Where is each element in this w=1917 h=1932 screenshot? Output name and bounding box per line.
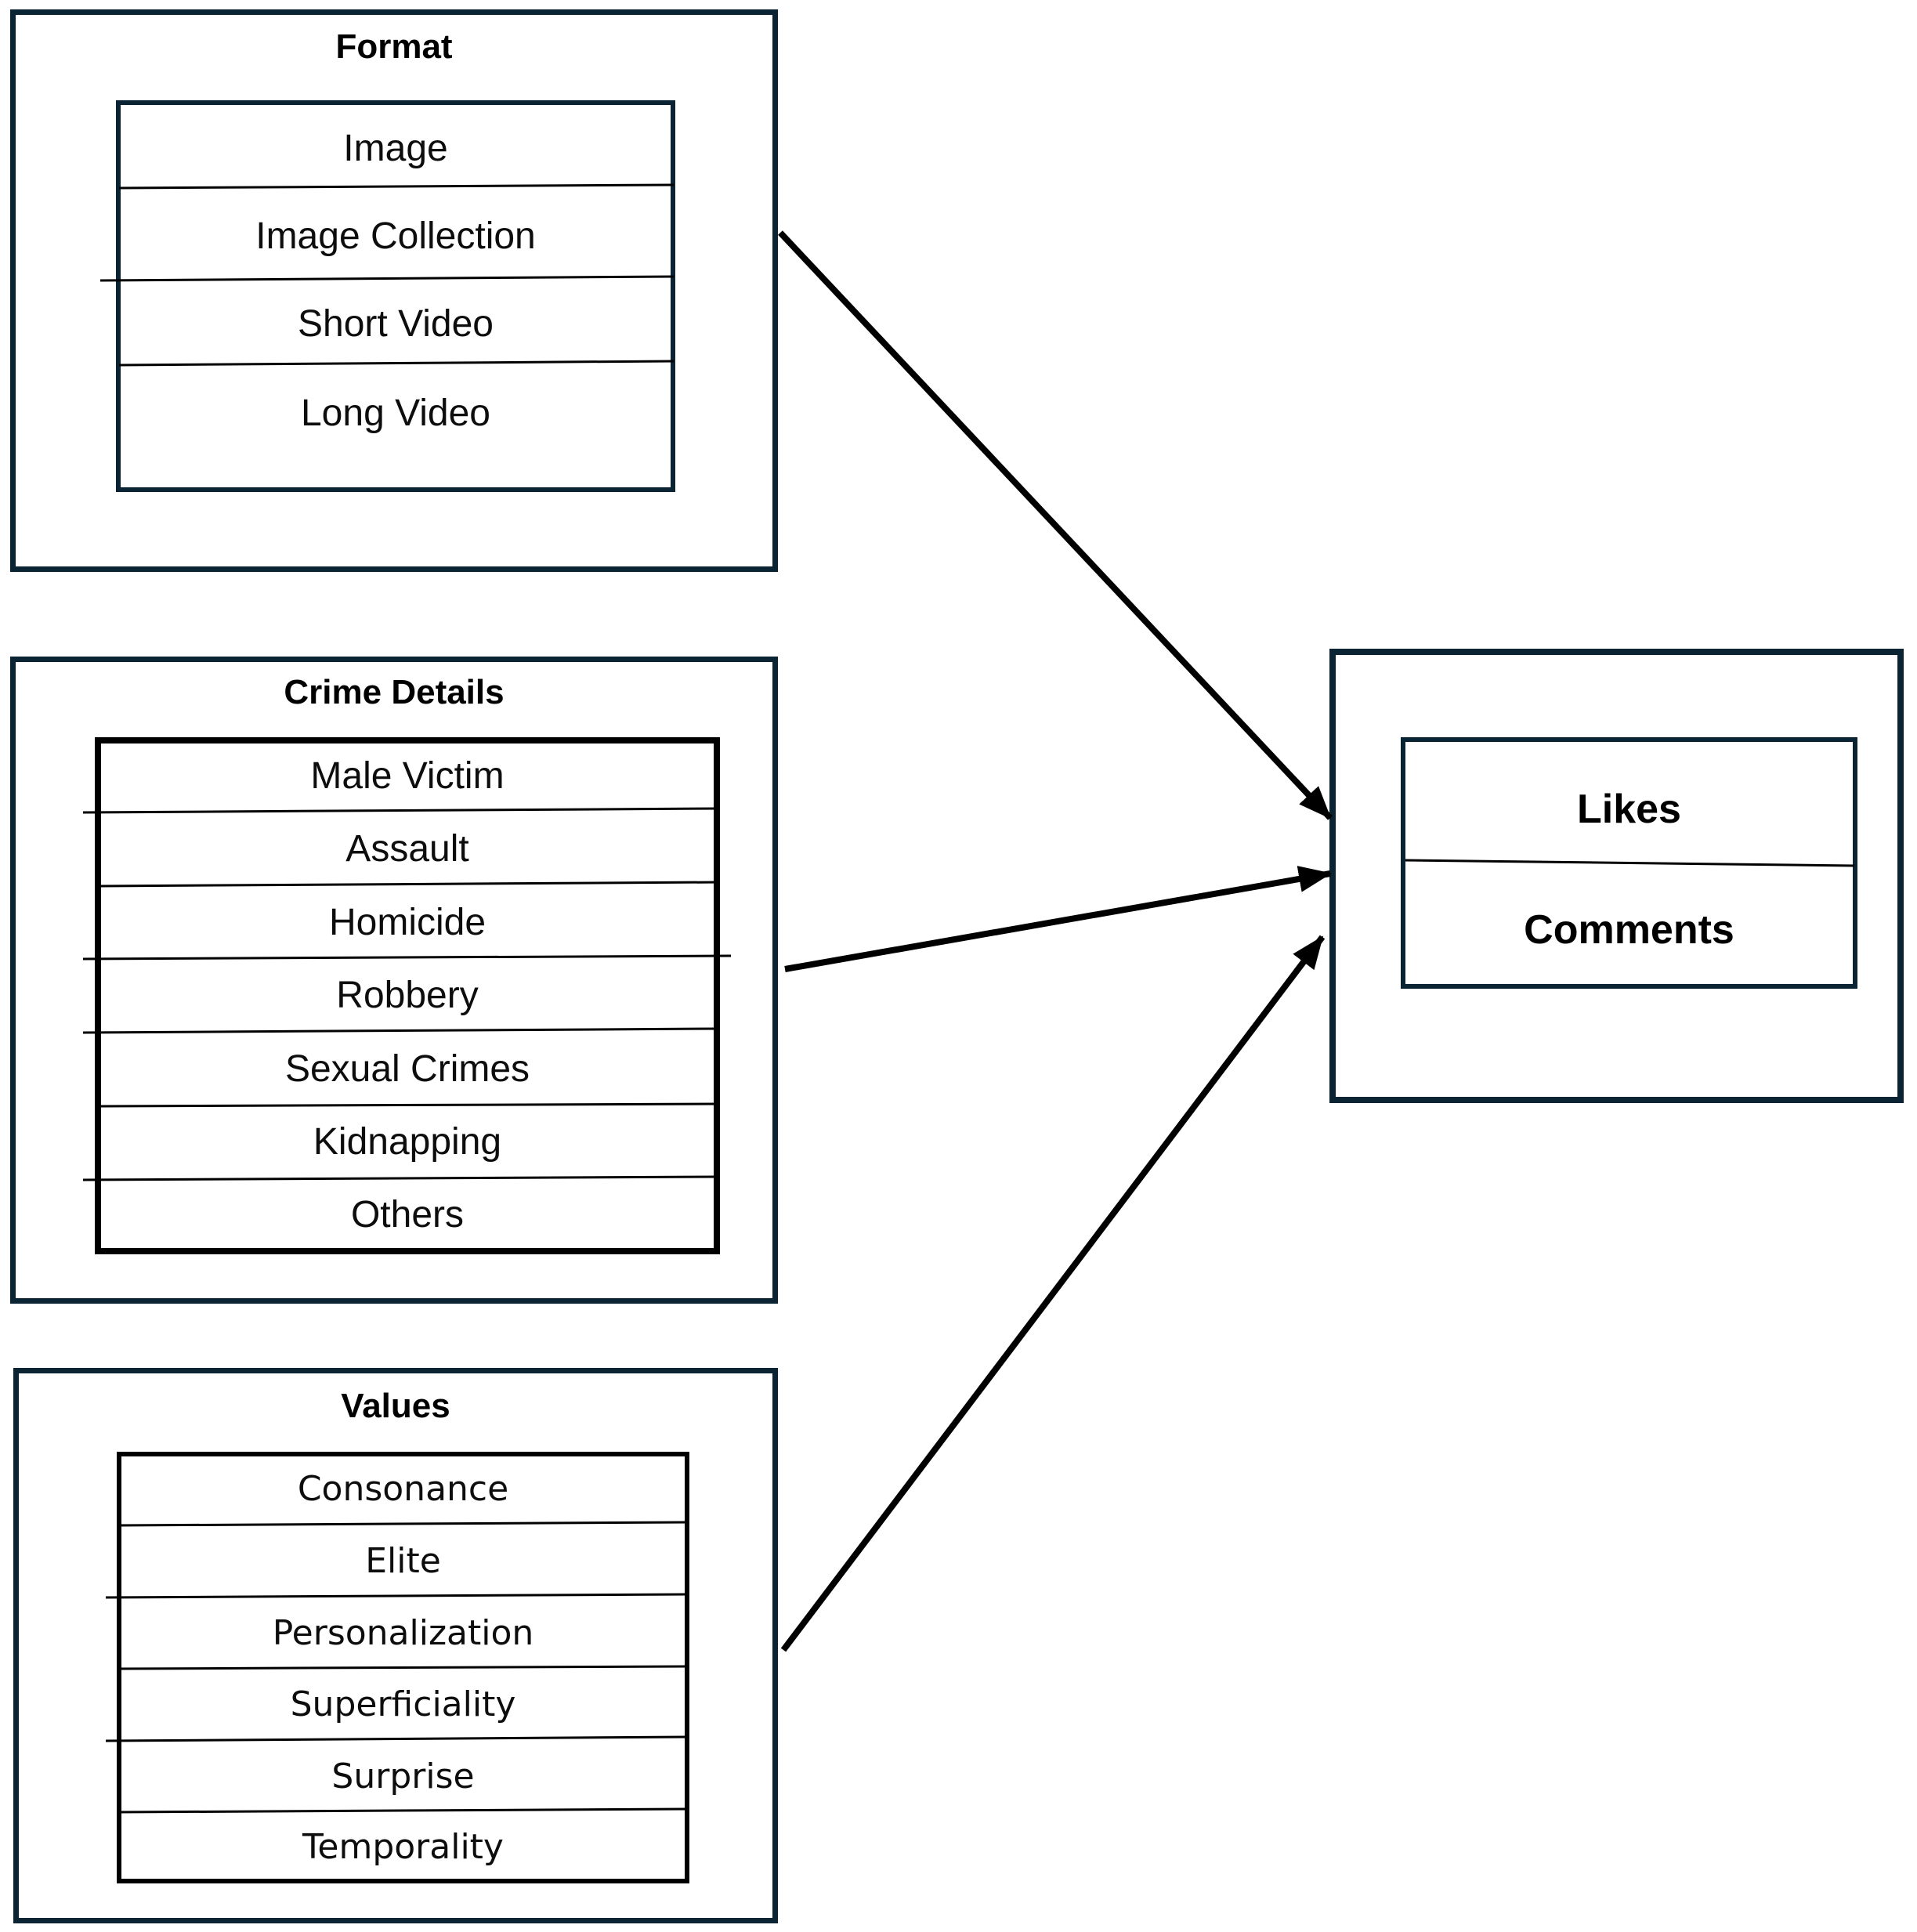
arrow-format-to-outcome bbox=[778, 230, 1333, 820]
format-item: Long Video bbox=[300, 393, 490, 434]
crime-details-table bbox=[95, 737, 720, 1254]
outcome-box bbox=[1329, 649, 1904, 1103]
format-item: Short Video bbox=[298, 303, 494, 345]
crime-item: Kidnapping bbox=[313, 1121, 502, 1163]
values-item: Elite bbox=[365, 1541, 441, 1581]
values-item: Surprise bbox=[331, 1757, 475, 1796]
values-item: Consonance bbox=[297, 1469, 509, 1509]
likes-label: Likes bbox=[1577, 787, 1681, 832]
comments-label: Comments bbox=[1524, 907, 1734, 953]
values-item: Personalization bbox=[272, 1613, 534, 1653]
arrow-crime-details-to-outcome bbox=[784, 866, 1332, 972]
crime-item: Robbery bbox=[336, 975, 479, 1016]
values-item: Temporality bbox=[302, 1827, 504, 1867]
format-item: Image bbox=[343, 128, 448, 169]
format-item: Image Collection bbox=[255, 215, 536, 257]
format-group-box bbox=[10, 9, 778, 572]
values-table bbox=[117, 1452, 689, 1883]
arrow-values-to-outcome bbox=[780, 935, 1326, 1652]
format-group-title: Format bbox=[335, 27, 453, 66]
crime-item: Homicide bbox=[328, 902, 486, 943]
values-group-title: Values bbox=[341, 1387, 450, 1425]
crime-item: Assault bbox=[345, 828, 469, 870]
values-item: Superficiality bbox=[290, 1684, 516, 1724]
crime-item: Others bbox=[350, 1194, 465, 1236]
format-table bbox=[116, 100, 675, 492]
values-group-box bbox=[13, 1368, 778, 1923]
crime-item: Male Victim bbox=[310, 755, 505, 797]
outcome-inner-box bbox=[1401, 737, 1857, 989]
crime-details-group-box bbox=[10, 657, 778, 1304]
crime-item: Sexual Crimes bbox=[284, 1048, 530, 1090]
crime-details-group-title: Crime Details bbox=[284, 673, 505, 711]
